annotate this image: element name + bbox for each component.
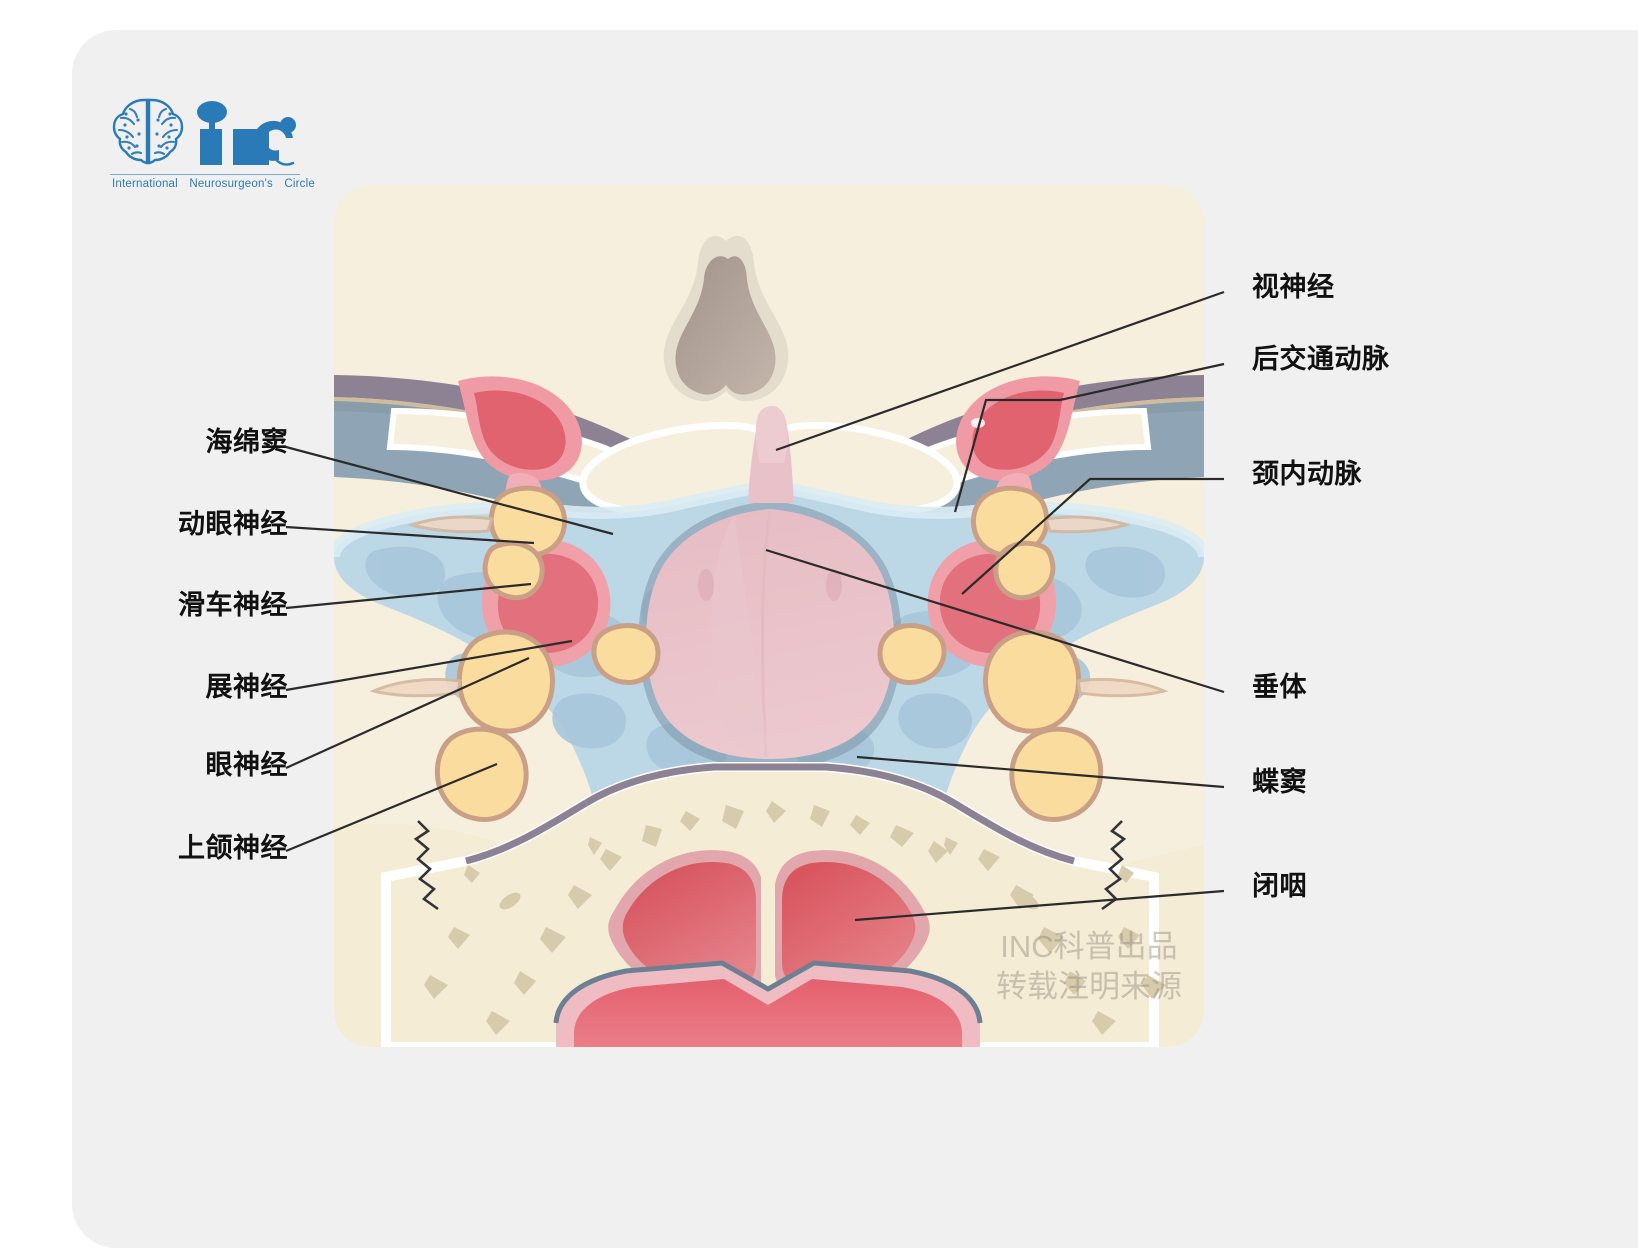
nerve-trochlear-left [482,540,545,601]
tagline-word-1: International [112,178,178,190]
label-internal-carotid-artery: 颈内动脉 [1252,459,1362,489]
label-abducens-nerve: 展神经 [205,672,288,702]
label-posterior-communicating-artery: 后交通动脉 [1252,344,1390,374]
label-sphenoid-sinus: 蝶窦 [1252,767,1307,797]
pituitary-midline [761,510,772,758]
label-oculomotor-nerve: 动眼神经 [178,509,288,539]
logo-tagline: International Neurosurgeon's Circle [108,178,315,190]
label-nasopharynx: 闭咽 [1252,871,1307,901]
label-maxillary-nerve: 上颌神经 [178,833,288,863]
label-cavernous-sinus: 海绵窦 [205,427,288,457]
nerve-ophthalmic-right [983,629,1082,734]
pituitary-gland [645,509,895,759]
nerve-trochlear-right [993,540,1056,601]
label-trochlear-nerve: 滑车神经 [178,590,288,620]
inc-logo: International Neurosurgeon's Circle [108,96,315,201]
logo-mark-svg [112,98,296,166]
dorsum-sellae [663,235,789,402]
sphenoid-sinus-left [622,861,756,992]
logo-wordmark [197,101,296,166]
nerve-abducens-right [877,623,947,685]
nerve-maxillary-right [1009,726,1104,822]
nasopharynx-lumen [574,979,962,1047]
tagline-word-2: Neurosurgeon's [189,178,273,190]
anatomy-illustration-panel: INC科普出品 转载注明来源 [334,185,1204,1047]
anatomy-svg [334,185,1204,1047]
sphenoid-roof-dura-left [465,799,588,865]
label-optic-nerve: 视神经 [1252,272,1335,302]
label-pituitary-gland: 垂体 [1252,672,1307,702]
nasopharynx-outline [553,960,983,1024]
logo-divider [110,174,300,175]
tagline-word-3: Circle [284,178,315,190]
pituitary-stalk-top [755,406,788,463]
nerve-maxillary-left [434,726,529,822]
pituitary-left-lobe [711,515,770,759]
label-ophthalmic-nerve: 眼神经 [205,750,288,780]
nerve-ophthalmic-left [456,629,555,734]
brain-icon [112,98,184,165]
pituitary-detail-left [698,569,714,601]
pituitary-detail-right [826,569,842,601]
nerve-abducens-left [591,623,661,685]
